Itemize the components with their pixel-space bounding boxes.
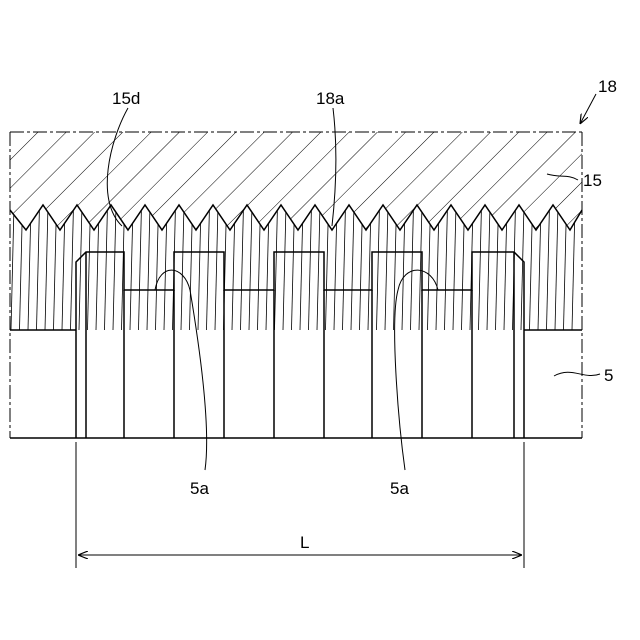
thread-line (105, 205, 108, 330)
thread-line (11, 205, 14, 330)
thread-line (487, 205, 490, 330)
thread-line (411, 205, 414, 330)
thread-line (351, 205, 354, 330)
label-thread-18a: 18a (316, 89, 345, 108)
thread-line (453, 205, 456, 330)
thread-line (249, 205, 252, 330)
thread-line (283, 205, 286, 330)
label-shaft-5: 5 (604, 366, 613, 385)
thread-line (37, 205, 40, 330)
thread-line (317, 205, 320, 330)
label-shaft-teeth-left-5a: 5a (190, 479, 209, 498)
thread-line (215, 205, 218, 330)
label-member-teeth-15d: 15d (112, 89, 140, 108)
shaft-5-section (10, 252, 582, 438)
label-shaft-teeth-right-5a: 5a (390, 479, 409, 498)
thread-line (113, 205, 116, 330)
thread-line (45, 205, 48, 330)
label-assembly-18: 18 (598, 77, 617, 96)
thread-line (555, 205, 558, 330)
thread-line (309, 205, 312, 330)
thread-line (377, 205, 380, 330)
thread-line (207, 205, 210, 330)
thread-line (275, 205, 278, 330)
thread-line (147, 205, 150, 330)
member-15-section (0, 120, 600, 240)
thread-line (343, 205, 346, 330)
thread-line (445, 205, 448, 330)
thread-line (385, 205, 388, 330)
label-length-L: L (300, 533, 309, 552)
thread-line (479, 205, 482, 330)
thread-line (79, 205, 82, 330)
thread-line (547, 205, 550, 330)
thread-line (71, 205, 74, 330)
label-member-15: 15 (583, 171, 602, 190)
thread-line (181, 205, 184, 330)
thread-line (139, 205, 142, 330)
thread-line (241, 205, 244, 330)
